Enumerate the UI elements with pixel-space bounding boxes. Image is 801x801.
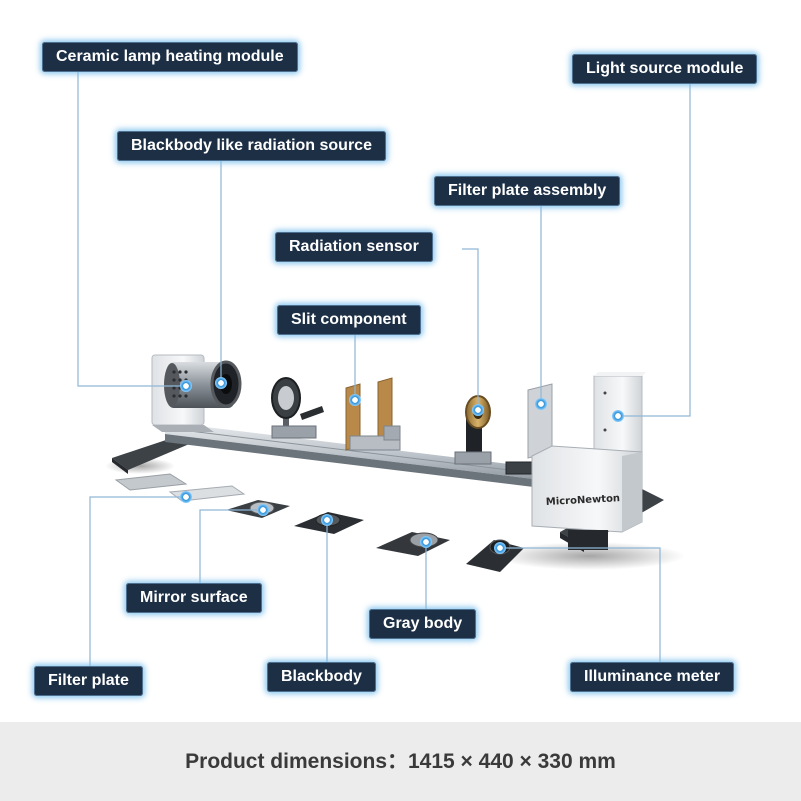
label-blackbody-source: Blackbody like radiation source — [117, 131, 386, 161]
indicator-dot — [180, 380, 192, 392]
slit-component — [345, 377, 401, 451]
brand-logo: MicroNewton — [546, 493, 621, 508]
indicator-dot — [420, 536, 432, 548]
indicator-dot — [349, 394, 361, 406]
label-gray-body: Gray body — [369, 609, 477, 639]
radiation-sensor — [454, 395, 492, 465]
disk-holder — [271, 377, 324, 439]
light-source-module: MicroNewton — [531, 372, 646, 550]
apparatus-diagram: MicroNewton — [34, 42, 758, 696]
indicator-dot — [472, 404, 484, 416]
indicator-dot — [612, 410, 624, 422]
product-dimensions: Product dimensions：1415 × 440 × 330 mm — [0, 722, 801, 801]
label-light-source-module: Light source module — [572, 54, 758, 84]
indicator-dot — [321, 514, 333, 526]
label-slit-component: Slit component — [277, 305, 421, 335]
indicator-dot — [494, 542, 506, 554]
label-ceramic-lamp-module: Ceramic lamp heating module — [42, 42, 298, 72]
label-filter-plate: Filter plate — [34, 666, 143, 696]
apparatus-illustration: MicroNewton — [77, 72, 691, 680]
indicator-dot — [257, 504, 269, 516]
label-illuminance-meter: Illuminance meter — [570, 662, 735, 692]
indicator-dot — [180, 491, 192, 503]
indicator-dot — [535, 398, 547, 410]
ground-shadow — [495, 542, 685, 570]
indicator-dots — [180, 377, 624, 554]
leader-lines — [77, 72, 691, 680]
indicator-dot — [215, 377, 227, 389]
label-radiation-sensor: Radiation sensor — [275, 232, 433, 262]
gray-body-piece — [376, 532, 450, 556]
label-filter-plate-assembly: Filter plate assembly — [434, 176, 621, 206]
label-mirror-surface: Mirror surface — [126, 583, 262, 613]
label-blackbody: Blackbody — [267, 662, 376, 692]
